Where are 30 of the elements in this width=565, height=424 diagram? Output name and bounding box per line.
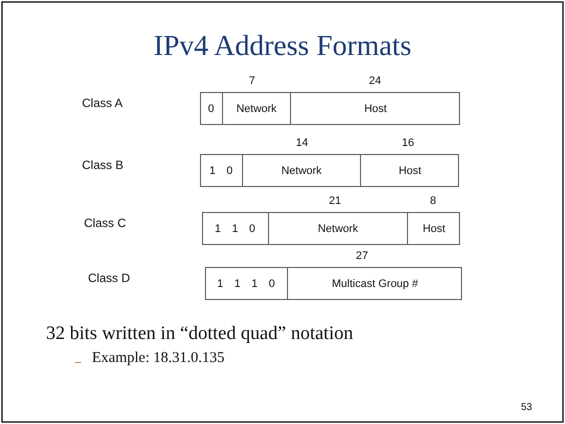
bit-field: 1 0 xyxy=(200,155,242,186)
bit-count: 16 xyxy=(402,137,414,149)
bit-count: 14 xyxy=(296,137,308,149)
bit-count: 7 xyxy=(248,75,256,87)
bit-field: Host xyxy=(407,213,460,244)
page-number: 53 xyxy=(521,402,532,413)
bit-field: Network xyxy=(222,93,290,124)
class-label: Class D xyxy=(88,271,130,285)
bit-field: Network xyxy=(242,155,360,186)
bit-field: Host xyxy=(290,93,460,124)
bit-count: 27 xyxy=(356,250,368,262)
class-label: Class C xyxy=(84,216,126,230)
field-bar xyxy=(200,154,459,187)
field-bar xyxy=(202,212,460,245)
bit-field: 1 1 1 0 xyxy=(205,268,287,299)
bit-field: 0 xyxy=(200,93,222,124)
bit-field: Multicast Group # xyxy=(287,268,462,299)
bit-field: Network xyxy=(268,213,407,244)
sub-bullet-text: Example: 18.31.0.135 xyxy=(92,350,224,367)
slide-title: IPv4 Address Formats xyxy=(152,30,412,63)
bit-field: Host xyxy=(360,155,459,186)
bit-count: 8 xyxy=(430,195,436,207)
field-bar xyxy=(200,92,460,125)
class-label: Class B xyxy=(82,158,124,172)
bit-field: 1 1 0 xyxy=(202,213,268,244)
bit-count: 24 xyxy=(368,75,382,87)
field-bar xyxy=(205,267,462,300)
bit-count: 21 xyxy=(328,195,342,207)
bullet-text: 32 bits written in “dotted quad” notation xyxy=(46,323,354,345)
class-label: Class A xyxy=(82,96,123,110)
